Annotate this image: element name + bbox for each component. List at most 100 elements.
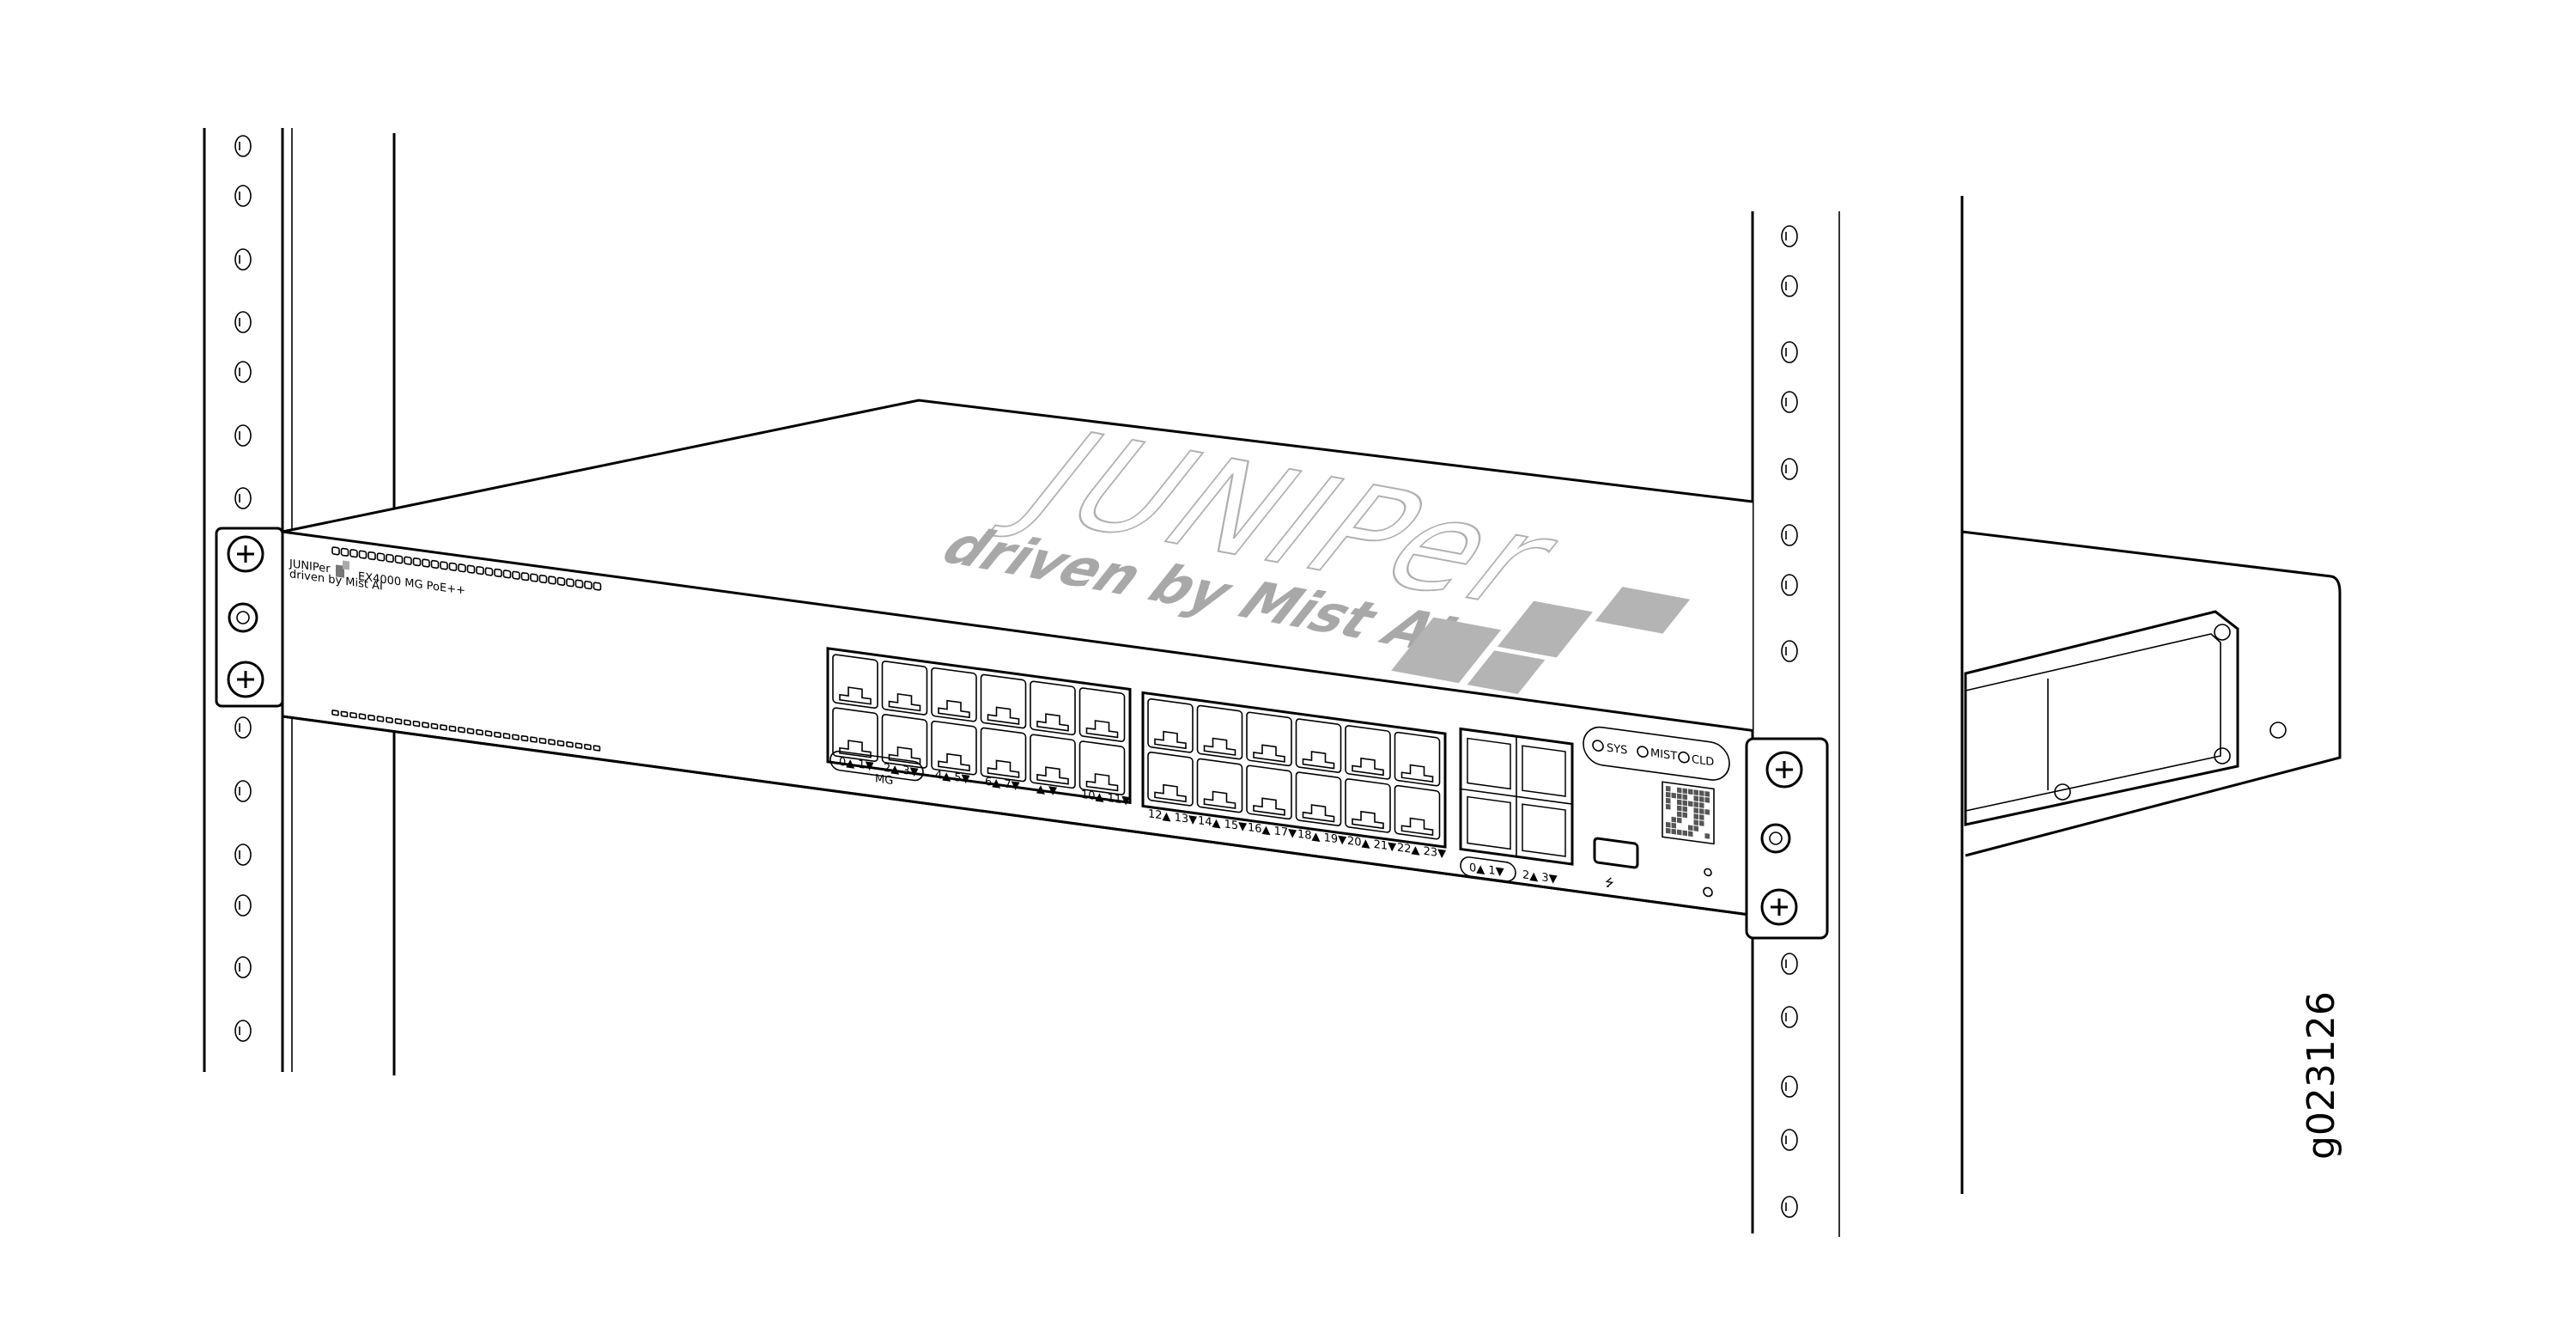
led-label: CLD — [1692, 753, 1714, 769]
vent-holes-bottom — [331, 710, 601, 752]
rack-hole-icon — [1781, 225, 1798, 247]
rack-hole-icon — [1781, 275, 1798, 297]
rack-hole-icon — [234, 361, 252, 383]
rack-hole-icon — [1781, 1006, 1798, 1028]
rj45-port[interactable] — [832, 654, 878, 710]
rj45-port[interactable] — [931, 667, 977, 722]
screw-icon — [2054, 783, 2071, 801]
led-label: MIST — [1650, 746, 1677, 763]
rj45-port[interactable] — [1196, 704, 1243, 760]
reset-icon — [1704, 868, 1712, 877]
left-mounting-ear — [215, 527, 284, 708]
usb-port[interactable] — [1593, 837, 1639, 869]
rack-hole-icon — [234, 780, 252, 802]
rj45-port-block-2 — [1141, 691, 1447, 849]
rj45-port[interactable] — [1246, 711, 1292, 767]
rack-hole-icon — [234, 424, 252, 447]
rj45-port[interactable] — [1030, 680, 1076, 736]
rj45-port[interactable] — [1246, 764, 1292, 820]
rj45-port[interactable] — [1394, 784, 1441, 840]
sfp-port[interactable] — [1522, 745, 1566, 797]
rj45-port[interactable] — [1394, 731, 1441, 787]
switch-top-surface: JUNIPer driven by Mist AI — [282, 399, 1753, 731]
right-rack-post — [1751, 196, 1964, 1237]
rj45-port[interactable] — [1295, 771, 1342, 826]
rj45-port[interactable] — [1345, 725, 1391, 780]
screw-hole-icon — [1760, 823, 1791, 854]
rj45-port[interactable] — [1345, 778, 1391, 833]
rack-hole-icon — [234, 311, 252, 333]
led-icon — [1678, 751, 1690, 764]
rack-hole-icon — [234, 248, 252, 271]
status-leds: SYS MIST CLD — [1583, 726, 1730, 781]
rack-hole-icon — [1781, 341, 1798, 363]
rack-hole-icon — [1781, 953, 1798, 975]
rj45-port[interactable] — [832, 707, 878, 763]
rj45-port[interactable] — [881, 661, 928, 716]
rack-holes-left — [234, 135, 252, 1042]
sfp-label: 2▲ 3▼ — [1522, 868, 1558, 886]
led-label: SYS — [1607, 742, 1627, 758]
rack-hole-icon — [1781, 458, 1798, 480]
usb-icon: ⭍ — [1605, 876, 1614, 890]
screw-icon — [2214, 747, 2231, 764]
rj45-port[interactable] — [881, 714, 928, 769]
screw-icon — [2214, 624, 2231, 641]
rack-hole-icon — [1781, 574, 1798, 596]
rack-hole-icon — [234, 894, 252, 917]
rack-hole-icon — [234, 956, 252, 978]
watermark-logo-squares — [1391, 587, 1691, 695]
screw-icon — [1760, 888, 1798, 926]
port-label: 6▲ 7▼ — [985, 776, 1020, 793]
rack-holes-right — [1781, 225, 1798, 1218]
port-label: 0▲ 1▼ — [839, 756, 874, 773]
port-label: ▲ ▼ — [1036, 783, 1057, 798]
rack-hole-icon — [234, 135, 252, 157]
rj45-port[interactable] — [1078, 687, 1126, 742]
right-mounting-ear — [1745, 737, 1829, 940]
rack-hole-icon — [234, 844, 252, 866]
power-icon — [1703, 886, 1713, 898]
rj45-port[interactable] — [931, 720, 977, 776]
screw-icon — [1765, 751, 1803, 789]
screw-hole-icon — [228, 602, 258, 633]
switch-rear-section — [1961, 530, 2342, 857]
rack-hole-icon — [1781, 524, 1798, 546]
screw-icon — [227, 535, 264, 573]
rj45-port[interactable] — [1295, 718, 1342, 773]
sfp-port[interactable] — [1467, 795, 1511, 850]
rack-hole-icon — [1781, 640, 1798, 662]
port-label: 2▲ 3▼ — [884, 762, 919, 779]
rack-hole-icon — [1781, 1196, 1798, 1218]
rj45-port-block-1 — [826, 647, 1132, 805]
rack-hole-icon — [234, 487, 252, 509]
sfp-label: 0▲ 1▼ — [1469, 862, 1504, 879]
sfp-port-block: 0▲ 1▼ 2▲ 3▼ — [1459, 727, 1574, 886]
left-rack-post — [203, 128, 396, 1075]
led-icon — [1592, 740, 1604, 752]
port-label: 4▲ 5▼ — [935, 769, 970, 786]
rj45-port[interactable] — [980, 673, 1027, 729]
rj45-port[interactable] — [1078, 740, 1126, 795]
rack-hole-icon — [1781, 391, 1798, 413]
qr-code — [1662, 781, 1715, 845]
rack-hole-icon — [1781, 1075, 1798, 1098]
rj45-port[interactable] — [1147, 697, 1194, 753]
screw-icon — [227, 661, 264, 698]
led-icon — [1637, 746, 1649, 758]
figure-id: g023126 — [2300, 991, 2343, 1160]
sfp-port[interactable] — [1522, 803, 1566, 857]
rack-hole-icon — [234, 1020, 252, 1042]
rack-hole-icon — [234, 185, 252, 207]
rj45-port[interactable] — [1147, 751, 1194, 807]
screw-icon — [2269, 722, 2287, 739]
rj45-port[interactable] — [1030, 734, 1076, 789]
rack-hole-icon — [1781, 1129, 1798, 1151]
rj45-port[interactable] — [980, 727, 1027, 783]
brand-logo-text: JUNIPer — [289, 557, 331, 576]
sfp-port[interactable] — [1467, 737, 1511, 790]
vent-holes-top — [331, 546, 602, 591]
rj45-port[interactable] — [1196, 758, 1243, 813]
rack-hole-icon — [234, 716, 252, 739]
